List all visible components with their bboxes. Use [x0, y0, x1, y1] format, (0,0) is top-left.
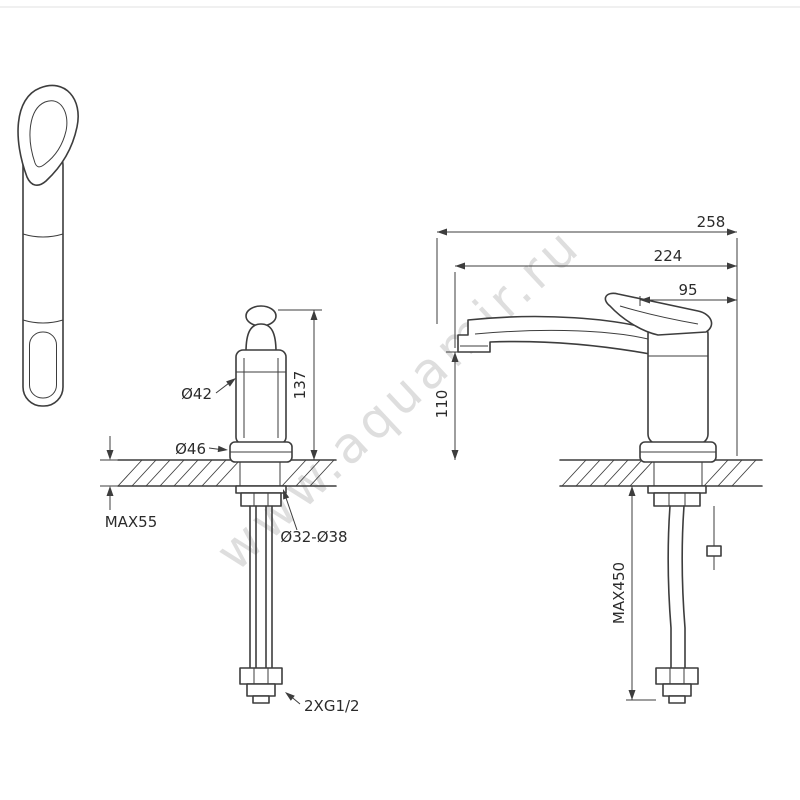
- plan-handle-loop-outer: [17, 84, 79, 186]
- dim-label-hose-thread: 2XG1/2: [304, 697, 360, 715]
- plan-spout-joint-1: [22, 233, 64, 238]
- side-spout-contour: [474, 329, 649, 340]
- front-view: Ø42 Ø46 137 MAX55 Ø32-Ø38: [100, 305, 360, 715]
- side-counter-hatching: [561, 459, 757, 487]
- side-counter: [559, 459, 763, 487]
- side-hose-b: [681, 505, 686, 669]
- front-faucet-body: [229, 305, 293, 463]
- front-hose-tail: [252, 695, 270, 704]
- side-faucet-body: [457, 292, 717, 463]
- side-mounting-plate: [706, 545, 722, 557]
- side-undercounter: [647, 485, 722, 704]
- front-mounting-nut: [240, 492, 282, 507]
- plan-spout-joint-2: [22, 319, 64, 324]
- dim-label-body-height: 137: [291, 371, 309, 400]
- side-hose-fitting: [662, 683, 692, 697]
- dim-label-hole-diameter: Ø32-Ø38: [280, 528, 347, 546]
- plan-handle-loop-inner: [29, 100, 68, 168]
- dim-label-base-diameter: Ø46: [175, 440, 206, 458]
- side-body-cylinder: [647, 323, 709, 445]
- front-washer: [235, 485, 287, 494]
- dim-label-hose-max-length: MAX450: [610, 562, 628, 624]
- side-hose-nut: [655, 667, 699, 685]
- dim-label-deck-thickness: MAX55: [105, 513, 158, 531]
- dim-label-total-length: 258: [697, 213, 726, 231]
- front-counter: [117, 459, 337, 487]
- dim-label-spout-reach: 224: [654, 247, 683, 265]
- side-washer: [647, 485, 707, 494]
- side-mounting-nut: [653, 492, 701, 507]
- dim-label-body-diameter: Ø42: [181, 385, 212, 403]
- front-lever-knob: [245, 305, 277, 327]
- side-dimensions: 258 224 95 110 MAX450: [433, 213, 738, 701]
- side-hose-a: [667, 505, 672, 669]
- front-dimensions: Ø42 Ø46 137 MAX55 Ø32-Ø38: [100, 309, 360, 715]
- front-hose-fitting: [246, 683, 276, 697]
- front-hose-nut: [239, 667, 283, 685]
- side-lever: [604, 292, 713, 336]
- plan-spout-inner: [29, 331, 57, 399]
- side-lever-contour: [619, 305, 699, 325]
- front-undercounter: [235, 485, 287, 704]
- side-spout: [457, 315, 651, 355]
- front-lever-neck: [245, 323, 277, 353]
- plan-view: [17, 84, 79, 407]
- side-hose-tail: [668, 695, 686, 704]
- dim-label-handle-length: 95: [678, 281, 697, 299]
- dim-label-spout-height: 110: [433, 390, 451, 419]
- front-counter-hatching: [117, 459, 335, 487]
- side-view: 258 224 95 110 MAX450: [433, 213, 763, 704]
